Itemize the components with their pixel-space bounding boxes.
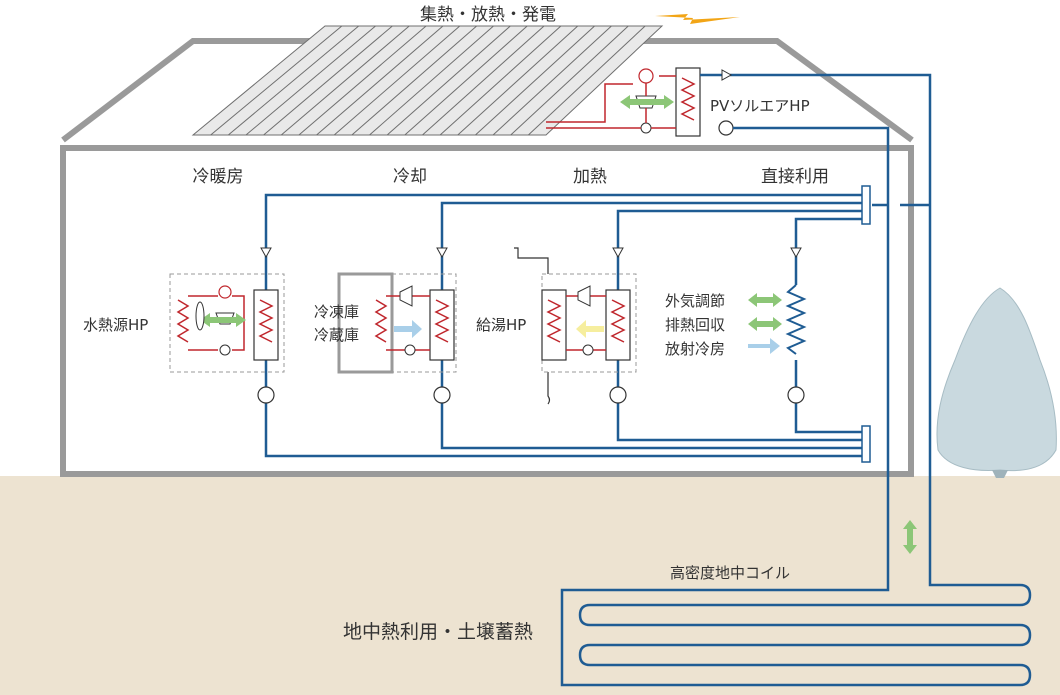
manifolds — [861, 185, 871, 463]
direct-use-coil — [748, 284, 807, 355]
lightning-icon — [655, 14, 740, 24]
pv-panel-stripe — [280, 25, 410, 136]
freezer-label: 冷凍庫 — [314, 303, 359, 321]
pv-panel-stripe — [298, 25, 427, 136]
pv-panel-stripe — [351, 25, 477, 136]
section-heating: 加熱 — [573, 167, 607, 187]
freezer-unit — [337, 272, 457, 374]
pv-panel-stripe — [475, 25, 595, 136]
radiant-cooling-label: 放射冷房 — [665, 340, 725, 358]
water-source-hp-label: 水熱源HP — [83, 316, 148, 334]
exhaust-heat-label: 排熱回収 — [665, 316, 725, 334]
section-cooling: 冷却 — [393, 167, 427, 187]
pv-panel-stripe — [422, 25, 545, 136]
check-valves — [260, 69, 802, 259]
pumps — [257, 386, 805, 404]
pv-hp-unit — [546, 67, 734, 137]
pv-panel-stripe — [316, 25, 444, 136]
tree-icon — [936, 287, 1057, 478]
pv-panel-stripe — [333, 25, 461, 136]
pv-panel-stripe — [457, 25, 579, 136]
hot-water-hp-label: 給湯HP — [476, 316, 526, 334]
pv-solar-panel — [191, 25, 664, 136]
pv-panel-stripe — [404, 25, 528, 136]
top-label: 集熱・放熱・発電 — [420, 5, 556, 25]
section-direct-use: 直接利用 — [761, 167, 829, 187]
pv-hp-label: PVソルエアHP — [710, 97, 810, 115]
pv-panel-stripe — [210, 25, 343, 136]
hot-water-hp-unit — [514, 247, 637, 405]
section-heating-cooling: 冷暖房 — [193, 167, 244, 187]
ground-exchange-arrow — [903, 520, 917, 554]
pv-panel-stripe — [528, 25, 646, 136]
ground-area — [0, 476, 1060, 695]
pv-panel-stripe — [227, 25, 360, 136]
outdoor-air-label: 外気調節 — [665, 292, 725, 310]
pv-panel-stripe — [439, 25, 562, 136]
pv-panel-stripe — [386, 25, 511, 136]
ground-storage-label: 地中熱利用・土壌蓄熱 — [343, 621, 533, 643]
pv-panel-stripe — [369, 25, 494, 136]
ground-coil-label: 高密度地中コイル — [670, 564, 790, 582]
pv-panel-stripe — [245, 25, 376, 136]
pv-panel-stripe — [510, 25, 629, 136]
refrigerator-label: 冷蔵庫 — [314, 326, 359, 344]
water-source-hp-unit — [169, 273, 285, 373]
pv-panel-stripe — [492, 25, 612, 136]
pv-panel-stripe — [263, 25, 393, 136]
